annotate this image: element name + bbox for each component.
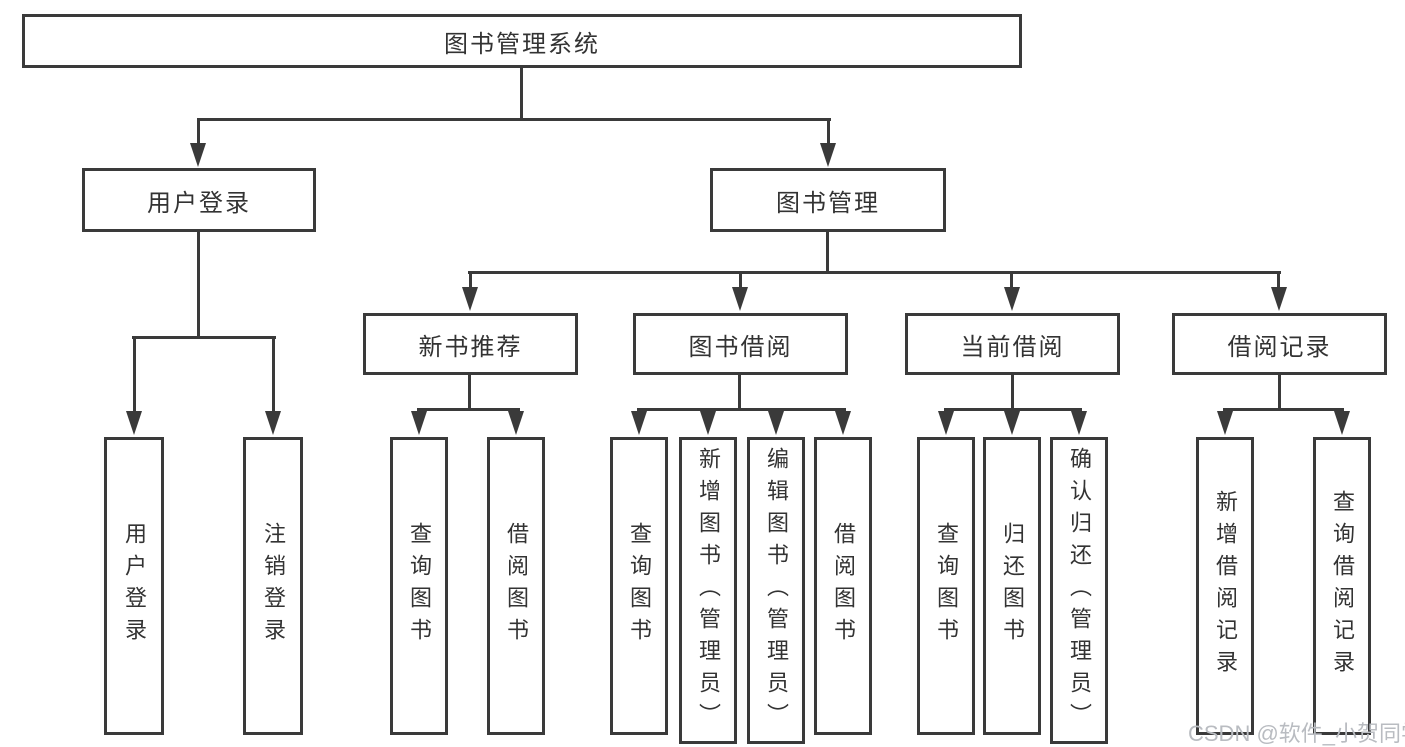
leaf-borrow-books-recommend-label: 借阅图书 xyxy=(504,522,529,650)
connector-root-bus xyxy=(197,118,831,121)
connector-root-stem xyxy=(520,66,523,121)
node-borrow-records: 借阅记录 xyxy=(1172,313,1387,375)
leaf-query-books-recommend: 查询图书 xyxy=(390,437,448,735)
leaf-query-books-current-label: 查询图书 xyxy=(934,522,959,650)
leaf-query-borrow-record-label: 查询借阅记录 xyxy=(1330,490,1355,682)
node-root-label: 图书管理系统 xyxy=(444,30,600,58)
node-book-borrow-label: 图书借阅 xyxy=(688,333,793,361)
leaf-edit-book-admin: 编辑图书（管理员） xyxy=(747,437,805,744)
leaf-query-books-borrow: 查询图书 xyxy=(610,437,668,735)
leaf-confirm-return-admin: 确认归还（管理员） xyxy=(1050,437,1108,744)
node-book-borrow: 图书借阅 xyxy=(633,313,848,375)
leaf-logout: 注销登录 xyxy=(243,437,303,735)
connector-bookmgmt-bus xyxy=(468,271,1281,274)
connector-records-stem xyxy=(1278,373,1281,411)
connector-current-bus xyxy=(944,408,1082,411)
connector-to-current xyxy=(1010,271,1013,291)
leaf-add-book-admin: 新增图书（管理员） xyxy=(679,437,737,744)
node-current-borrow-label: 当前借阅 xyxy=(960,333,1065,361)
leaf-add-book-admin-label: 新增图书（管理员） xyxy=(696,446,721,735)
connector-to-records xyxy=(1277,271,1280,291)
leaf-user-login-label: 用户登录 xyxy=(122,522,147,650)
csdn-watermark: CSDN @软件_小贺同学 xyxy=(1188,721,1405,746)
arrow-down-icon xyxy=(768,411,784,435)
arrow-down-icon xyxy=(700,411,716,435)
connector-root-to-login xyxy=(197,118,200,148)
leaf-borrow-books: 借阅图书 xyxy=(814,437,872,735)
arrow-down-icon xyxy=(1334,411,1350,435)
connector-borrow-stem xyxy=(738,373,741,411)
connector-borrow-bus xyxy=(637,408,846,411)
connector-current-stem xyxy=(1011,373,1014,411)
node-current-borrow: 当前借阅 xyxy=(905,313,1120,375)
arrow-down-icon xyxy=(126,411,142,435)
node-book-management: 图书管理 xyxy=(710,168,946,232)
leaf-query-books-current: 查询图书 xyxy=(917,437,975,735)
connector-login-stem xyxy=(197,229,200,339)
node-user-login-label: 用户登录 xyxy=(147,189,251,217)
leaf-user-login: 用户登录 xyxy=(104,437,164,735)
leaf-query-books-recommend-label: 查询图书 xyxy=(407,522,432,650)
leaf-borrow-books-recommend: 借阅图书 xyxy=(487,437,545,735)
node-new-book-recommend: 新书推荐 xyxy=(363,313,578,375)
leaf-add-borrow-record-label: 新增借阅记录 xyxy=(1213,490,1238,682)
arrow-down-icon xyxy=(631,411,647,435)
node-root: 图书管理系统 xyxy=(22,14,1022,68)
connector-to-recommend xyxy=(469,271,472,291)
arrow-down-icon xyxy=(1004,411,1020,435)
connector-login-bus xyxy=(132,336,276,339)
node-user-login: 用户登录 xyxy=(82,168,316,232)
leaf-confirm-return-admin-label: 确认归还（管理员） xyxy=(1067,446,1092,735)
arrow-down-icon xyxy=(265,411,281,435)
node-book-management-label: 图书管理 xyxy=(776,189,880,217)
arrow-down-icon xyxy=(190,143,206,167)
arrow-down-icon xyxy=(835,411,851,435)
leaf-query-books-borrow-label: 查询图书 xyxy=(627,522,652,650)
connector-to-borrow xyxy=(739,271,742,291)
connector-records-bus xyxy=(1223,408,1344,411)
connector-recommend-stem xyxy=(468,373,471,411)
leaf-edit-book-admin-label: 编辑图书（管理员） xyxy=(764,446,789,735)
leaf-return-books-label: 归还图书 xyxy=(1000,522,1025,650)
arrow-down-icon xyxy=(938,411,954,435)
arrow-down-icon xyxy=(1217,411,1233,435)
arrow-down-icon xyxy=(462,287,478,311)
arrow-down-icon xyxy=(411,411,427,435)
arrow-down-icon xyxy=(820,143,836,167)
node-new-book-recommend-label: 新书推荐 xyxy=(418,333,523,361)
arrow-down-icon xyxy=(732,287,748,311)
connector-bookmgmt-stem xyxy=(826,229,829,274)
arrow-down-icon xyxy=(1271,287,1287,311)
connector-login-to-leaf2 xyxy=(272,336,275,416)
leaf-logout-label: 注销登录 xyxy=(261,522,286,650)
arrow-down-icon xyxy=(508,411,524,435)
arrow-down-icon xyxy=(1004,287,1020,311)
leaf-query-borrow-record: 查询借阅记录 xyxy=(1313,437,1371,735)
leaf-return-books: 归还图书 xyxy=(983,437,1041,735)
arrow-down-icon xyxy=(1071,411,1087,435)
leaf-add-borrow-record: 新增借阅记录 xyxy=(1196,437,1254,735)
connector-root-to-bookmgmt xyxy=(827,118,830,148)
connector-login-to-leaf1 xyxy=(133,336,136,416)
connector-recommend-bus xyxy=(417,408,520,411)
node-borrow-records-label: 借阅记录 xyxy=(1227,333,1332,361)
leaf-borrow-books-label: 借阅图书 xyxy=(831,522,856,650)
